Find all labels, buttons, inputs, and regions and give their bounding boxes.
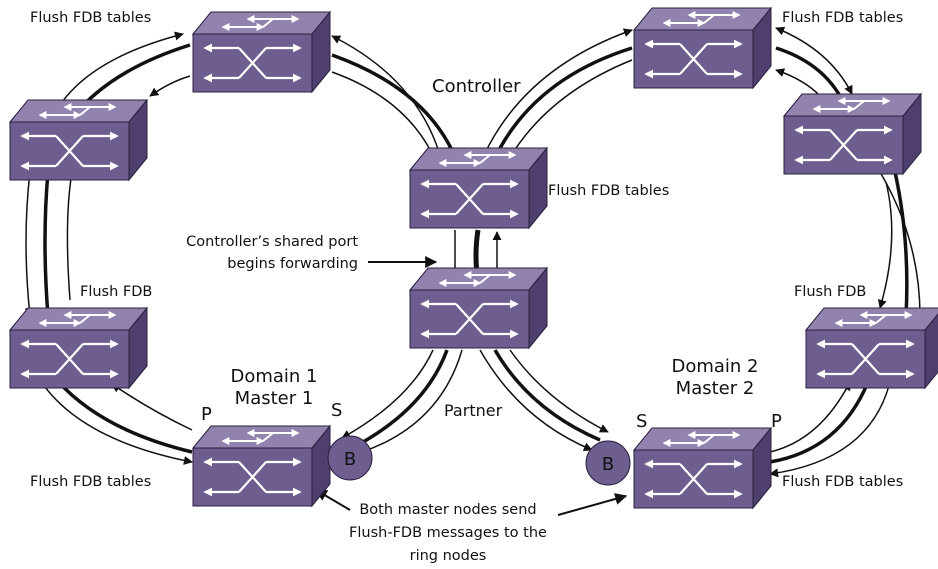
label-master1: Master 1 — [235, 388, 314, 409]
b-right-label: B — [602, 454, 614, 475]
b-left-label: B — [344, 449, 356, 470]
label-shared-port-1: Controller’s shared port — [186, 234, 358, 250]
blocked-port-right: B — [585, 440, 631, 486]
switch-right-lower — [806, 308, 938, 388]
switch-left-upper — [10, 100, 147, 180]
label-s-right: S — [636, 411, 647, 432]
blocked-port-left: B — [327, 435, 373, 481]
label-note-1: Both master nodes send — [359, 502, 536, 518]
switch-left-lower — [10, 308, 147, 388]
label-controller: Controller — [432, 76, 521, 97]
label-s-left: S — [331, 400, 342, 421]
switch-master-2 — [634, 428, 771, 508]
label-master2: Master 2 — [676, 378, 755, 399]
label-flush-left-mid: Flush FDB — [80, 284, 152, 300]
label-flush-top-left: Flush FDB tables — [30, 10, 151, 26]
label-flush-bottom-right: Flush FDB tables — [782, 474, 903, 490]
label-note-3: ring nodes — [410, 548, 487, 564]
label-partner: Partner — [444, 401, 503, 420]
label-p-right: P — [771, 411, 782, 432]
label-shared-port-2: begins forwarding — [227, 256, 358, 272]
switch-master-1 — [193, 426, 330, 506]
label-note-2: Flush-FDB messages to the — [349, 525, 547, 541]
label-p-left: P — [201, 404, 212, 425]
switch-partner — [410, 268, 547, 348]
switch-top-right — [634, 8, 771, 88]
right-ring-links — [479, 26, 925, 478]
switch-right-upper — [784, 94, 921, 174]
switch-controller — [410, 148, 547, 228]
label-flush-top-right: Flush FDB tables — [782, 10, 903, 26]
label-domain2: Domain 2 — [671, 356, 758, 377]
label-flush-center: Flush FDB tables — [548, 183, 669, 199]
label-flush-right-mid: Flush FDB — [794, 284, 866, 300]
left-ring-links — [24, 31, 463, 465]
label-flush-bottom-left: Flush FDB tables — [30, 474, 151, 490]
switch-top-left — [193, 12, 330, 92]
label-domain1: Domain 1 — [230, 366, 317, 387]
